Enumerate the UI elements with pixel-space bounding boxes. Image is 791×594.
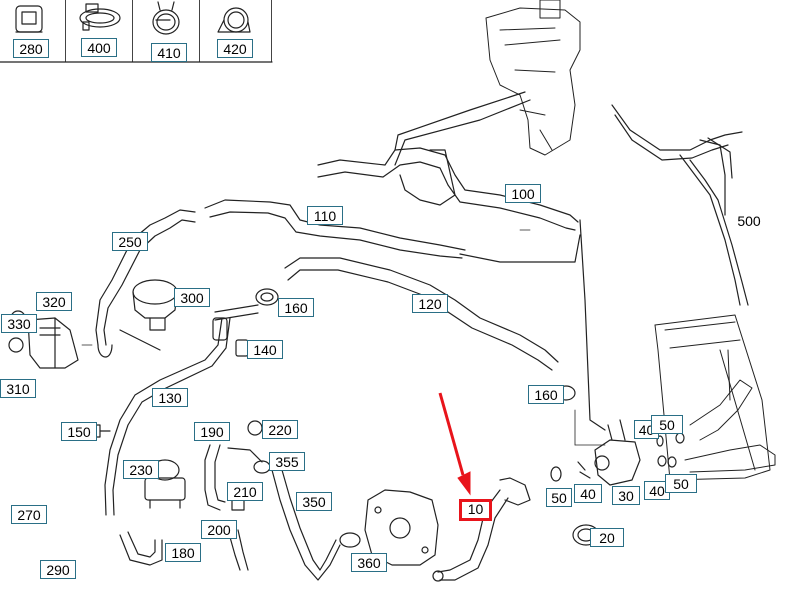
legend-cell-410[interactable] [133, 0, 200, 62]
part-label-110[interactable]: 110 [307, 206, 343, 225]
part-label-290[interactable]: 290 [40, 560, 76, 579]
part-label-320[interactable]: 320 [36, 292, 72, 311]
part-label-355[interactable]: 355 [269, 452, 305, 471]
seal-50-left [550, 466, 562, 482]
hose-500 [611, 104, 749, 306]
p-clamp-icon [217, 7, 251, 33]
legend-label-420[interactable]: 420 [217, 39, 253, 58]
part-label-180[interactable]: 180 [165, 543, 201, 562]
seal-50-mid [656, 435, 664, 447]
worm-gear-clamp-icon [79, 3, 121, 31]
seal-50-right [667, 456, 677, 468]
part-label-310[interactable]: 310 [0, 379, 36, 398]
part-label-200[interactable]: 200 [201, 520, 237, 539]
part-label-120[interactable]: 120 [412, 294, 448, 313]
part-label-210[interactable]: 210 [227, 482, 263, 501]
part-label-50-c[interactable]: 50 [665, 474, 697, 493]
part-label-350[interactable]: 350 [296, 492, 332, 511]
part-label-10-highlighted[interactable]: 10 [459, 499, 492, 521]
hose-100 [317, 91, 606, 431]
ring-40-a [675, 432, 685, 444]
part-label-300[interactable]: 300 [174, 288, 210, 307]
part-label-130[interactable]: 130 [152, 388, 188, 407]
hose-190 [204, 444, 263, 511]
part-label-220[interactable]: 220 [262, 420, 298, 439]
hose-120 [284, 257, 559, 371]
part-label-360[interactable]: 360 [351, 553, 387, 572]
housing-360 [339, 489, 439, 566]
part-label-150[interactable]: 150 [61, 422, 97, 441]
part-220 [247, 420, 263, 436]
ring-40-b [657, 455, 667, 467]
part-label-190[interactable]: 190 [194, 422, 230, 441]
valve-30 [577, 419, 641, 486]
hose-110 [204, 199, 581, 263]
part-label-250[interactable]: 250 [112, 232, 148, 251]
part-label-50-a[interactable]: 50 [651, 415, 683, 434]
part-label-40-b[interactable]: 40 [574, 484, 602, 503]
part-label-100[interactable]: 100 [505, 184, 541, 203]
legend-cell-400[interactable] [66, 0, 133, 62]
hose-130 [104, 304, 259, 516]
part-label-330[interactable]: 330 [1, 314, 37, 333]
red-callout-arrow [438, 392, 471, 496]
legend-cell-280[interactable] [0, 0, 66, 62]
hose-180 [119, 531, 163, 566]
hose-10 [432, 477, 531, 582]
hose-350 [271, 469, 341, 581]
part-label-160-lower[interactable]: 160 [528, 385, 564, 404]
part-label-230[interactable]: 230 [123, 460, 159, 479]
leader-lines [81, 229, 606, 446]
part-label-30[interactable]: 30 [612, 486, 640, 505]
legend-label-400[interactable]: 400 [81, 38, 117, 57]
legend-label-280[interactable]: 280 [13, 39, 49, 58]
clamp-160-upper [255, 288, 279, 306]
part-label-20[interactable]: 20 [590, 528, 624, 547]
part-label-270[interactable]: 270 [11, 505, 47, 524]
part-label-50-b[interactable]: 50 [546, 488, 572, 507]
part-label-140[interactable]: 140 [247, 340, 283, 359]
legend-cell-420[interactable] [200, 0, 272, 62]
spring-clamp-icon [152, 1, 180, 35]
part-label-500[interactable]: 500 [737, 213, 761, 229]
expansion-tank [485, 0, 581, 156]
part-label-160-upper[interactable]: 160 [278, 298, 314, 317]
part-label-40-c[interactable]: 40 [644, 481, 670, 500]
heater-core [654, 314, 776, 481]
legend-label-410[interactable]: 410 [151, 43, 187, 62]
clamp-355 [253, 460, 271, 474]
hose-clamp-block-icon [15, 5, 43, 33]
pump-300 [119, 279, 178, 351]
